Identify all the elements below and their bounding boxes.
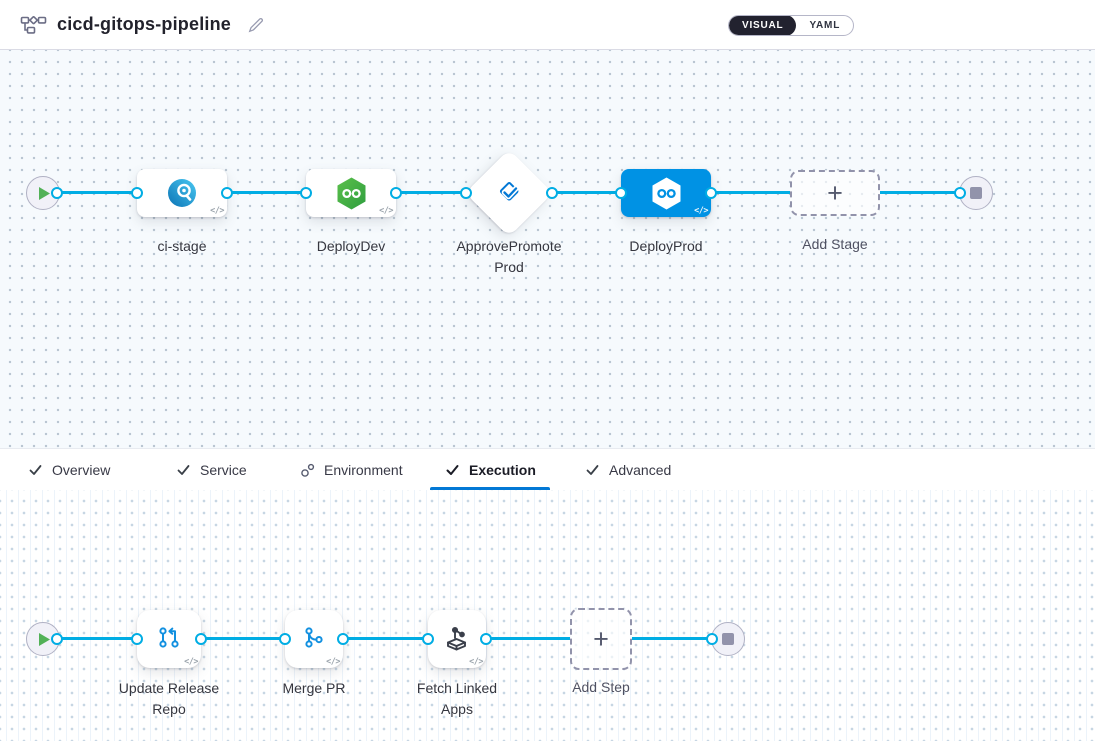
connector-dot[interactable] xyxy=(131,633,143,645)
play-icon xyxy=(38,186,50,200)
connector-dot[interactable] xyxy=(615,187,627,199)
page-title: cicd-gitops-pipeline xyxy=(57,14,232,34)
connector-dot[interactable] xyxy=(546,187,558,199)
visual-yaml-toggle: VISUAL YAML xyxy=(728,15,855,36)
step-label: Merge PR xyxy=(282,680,346,696)
stop-icon xyxy=(970,187,982,199)
connector-dot[interactable] xyxy=(390,187,402,199)
gitops-deploy-icon xyxy=(337,177,365,209)
plus-icon: + xyxy=(593,623,609,654)
add-step-label: Add Step xyxy=(572,679,630,695)
edge xyxy=(486,637,570,640)
tab-service[interactable]: Service xyxy=(176,449,247,491)
edge xyxy=(552,191,621,194)
stage-canvas[interactable]: </> ci-stage </> DeployDev ApprovePromot… xyxy=(0,50,1095,448)
code-icon: </> xyxy=(469,657,483,667)
active-tab-underline xyxy=(430,487,550,490)
stage-node-approval[interactable] xyxy=(465,149,553,237)
code-icon: </> xyxy=(326,657,340,667)
tab-environment[interactable]: Environment xyxy=(300,449,403,491)
stage-label: ci-stage xyxy=(157,238,207,254)
edge xyxy=(227,191,306,194)
connector-dot[interactable] xyxy=(279,633,291,645)
edge xyxy=(711,191,790,194)
edit-pencil-icon[interactable] xyxy=(247,16,265,34)
tab-execution[interactable]: Execution xyxy=(445,449,536,491)
environment-nodes-icon xyxy=(301,463,315,477)
stop-icon xyxy=(722,633,734,645)
stage-config-tabbar: Overview Service Environment Execution A… xyxy=(0,448,1095,490)
merge-pr-icon xyxy=(305,627,323,648)
add-step-button[interactable]: + xyxy=(570,608,632,670)
edge xyxy=(57,191,137,194)
check-icon xyxy=(29,465,42,475)
toggle-yaml[interactable]: YAML xyxy=(809,20,841,31)
check-icon xyxy=(586,465,599,475)
ci-build-icon xyxy=(168,179,196,207)
add-stage-label: Add Stage xyxy=(802,236,868,252)
connector-dot[interactable] xyxy=(337,633,349,645)
connector-dot[interactable] xyxy=(954,187,966,199)
connector-dot[interactable] xyxy=(422,633,434,645)
plus-icon: + xyxy=(827,177,843,208)
edge xyxy=(343,637,428,640)
connector-dot[interactable] xyxy=(460,187,472,199)
toggle-visual[interactable]: VISUAL xyxy=(729,16,797,35)
play-icon xyxy=(38,632,50,646)
connector-dot[interactable] xyxy=(221,187,233,199)
step-label: Fetch Linked Apps xyxy=(416,680,498,717)
code-icon: </> xyxy=(379,206,393,216)
check-icon xyxy=(177,465,190,475)
code-icon: </> xyxy=(694,206,708,216)
connector-dot[interactable] xyxy=(51,187,63,199)
stage-label: DeployProd xyxy=(629,238,703,254)
connector-dot[interactable] xyxy=(706,633,718,645)
step-node-merge-pr[interactable]: </> xyxy=(285,610,343,668)
add-stage-button[interactable]: + xyxy=(790,170,880,216)
header: cicd-gitops-pipeline VISUAL YAML xyxy=(0,0,1095,50)
tab-advanced[interactable]: Advanced xyxy=(585,449,671,491)
step-label: Update Release Repo xyxy=(118,680,220,717)
edge xyxy=(201,637,285,640)
connector-dot[interactable] xyxy=(300,187,312,199)
stage-label: DeployDev xyxy=(316,238,386,254)
connector-dot[interactable] xyxy=(480,633,492,645)
tab-overview[interactable]: Overview xyxy=(28,449,110,491)
edge xyxy=(57,637,137,640)
stage-label: ApprovePromoteProd xyxy=(456,238,562,275)
edge xyxy=(880,191,960,194)
code-icon: </> xyxy=(184,657,198,667)
connector-dot[interactable] xyxy=(195,633,207,645)
stage-node-ci-stage[interactable]: </> xyxy=(137,169,227,217)
pipeline-icon xyxy=(20,13,47,36)
step-node-fetch-linked-apps[interactable]: </> xyxy=(428,610,486,668)
fetch-linked-apps-icon xyxy=(447,626,466,651)
stage-node-deployprod[interactable]: </> xyxy=(621,169,711,217)
update-release-repo-icon xyxy=(159,627,179,648)
step-node-update-release-repo[interactable]: </> xyxy=(137,610,201,668)
gitops-deploy-icon xyxy=(652,177,680,209)
edge xyxy=(396,191,466,194)
connector-dot[interactable] xyxy=(705,187,717,199)
execution-canvas[interactable]: </> Update Release Repo </> Merge PR </>… xyxy=(0,490,1095,741)
connector-dot[interactable] xyxy=(51,633,63,645)
code-icon: </> xyxy=(210,206,224,216)
stage-node-deploydev[interactable]: </> xyxy=(306,169,396,217)
connector-dot[interactable] xyxy=(131,187,143,199)
edge xyxy=(632,637,712,640)
check-icon xyxy=(446,465,459,475)
approval-icon xyxy=(499,182,519,201)
